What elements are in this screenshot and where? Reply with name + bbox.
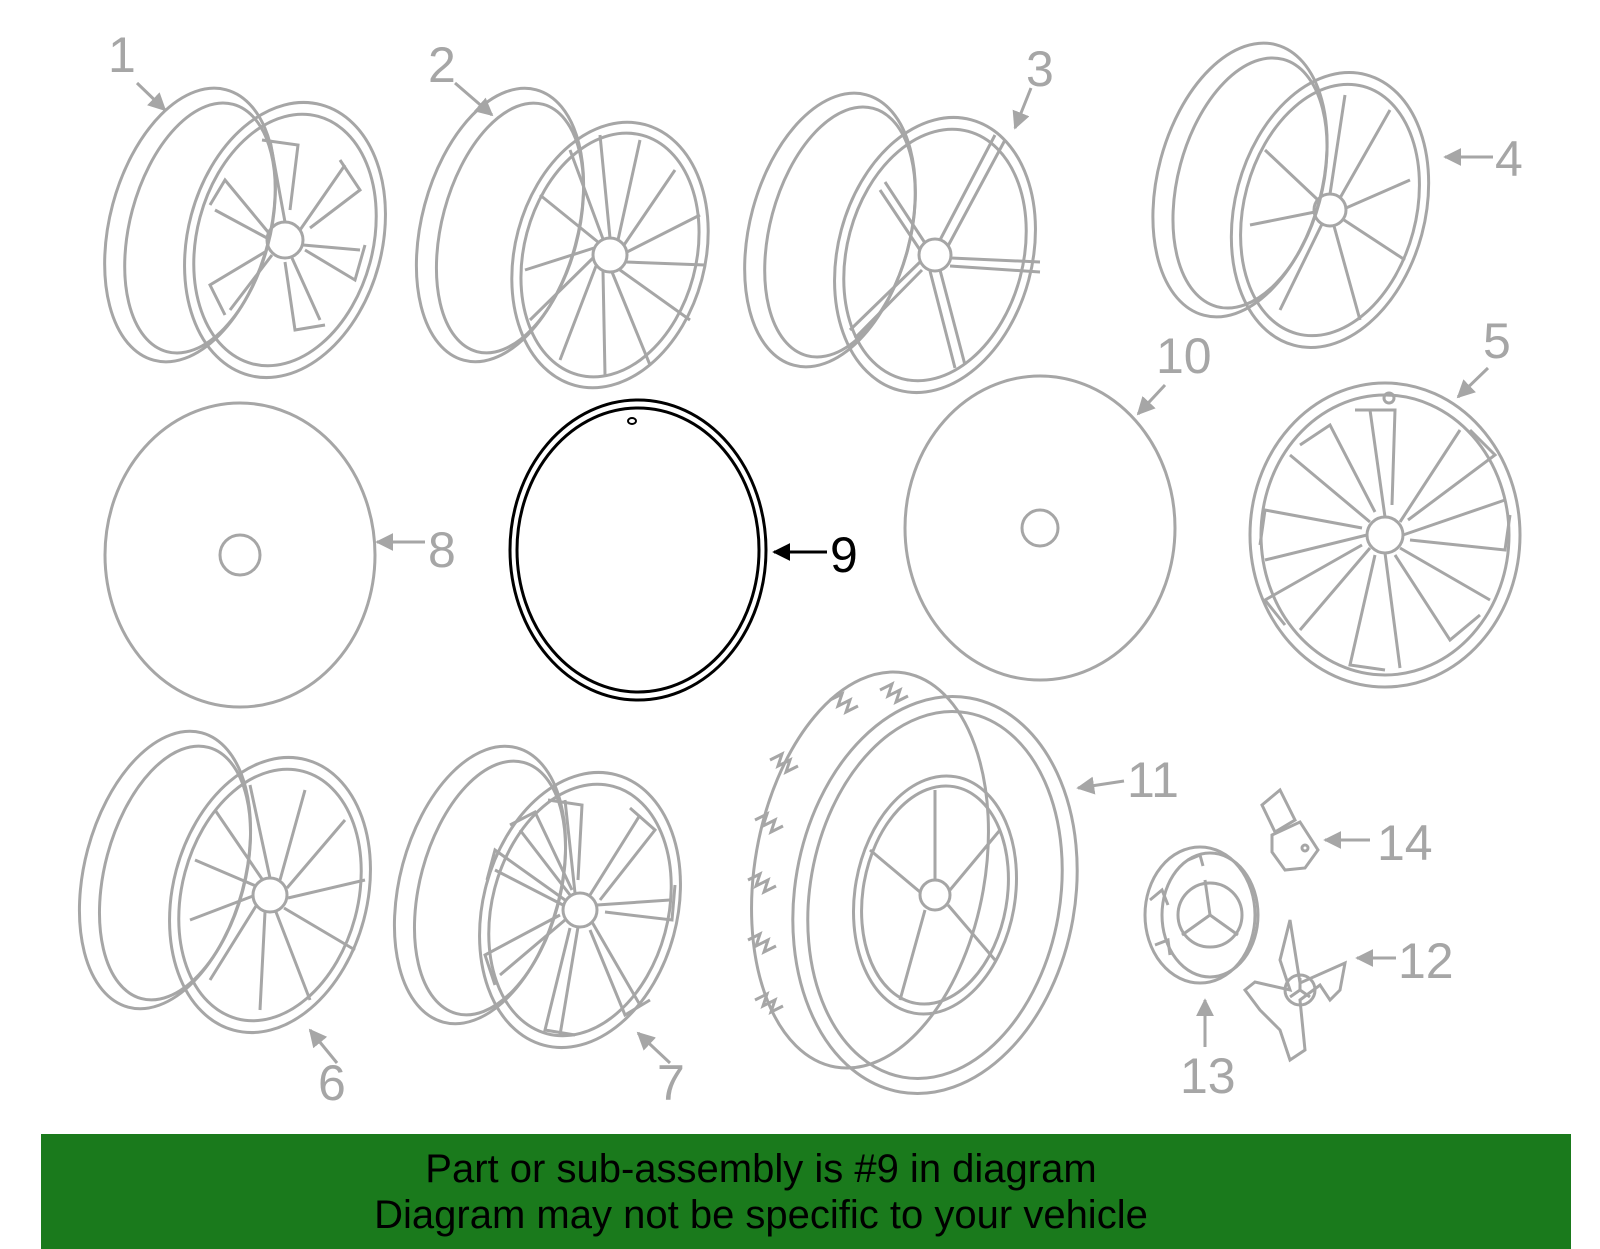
banner-line-1: Part or sub-assembly is #9 in diagram [425,1147,1097,1191]
callout-14: 14 [1377,815,1433,871]
callout-9: 9 [830,527,858,583]
ring-9[interactable] [508,398,768,702]
center-cap-13[interactable] [1143,845,1260,985]
callout-7: 7 [657,1055,685,1111]
callout-4: 4 [1495,131,1523,187]
callout-8: 8 [428,522,456,578]
spider-cap-12[interactable] [1242,919,1347,1063]
wheel-5[interactable] [1248,381,1522,689]
callout-1: 1 [108,27,136,83]
info-banner: Part or sub-assembly is #9 in diagram Di… [41,1134,1571,1249]
wheel-3[interactable] [716,74,1064,415]
cover-8[interactable] [103,401,377,709]
wheel-6[interactable] [51,712,400,1055]
wheel-2[interactable] [388,70,736,410]
wheel-4[interactable] [1125,24,1458,370]
banner-line-2: Diagram may not be specific to your vehi… [374,1193,1148,1237]
cover-10[interactable] [903,374,1177,682]
callout-6: 6 [318,1055,346,1111]
callout-12: 12 [1398,933,1454,989]
callout-13: 13 [1180,1048,1236,1104]
callout-5: 5 [1483,313,1511,369]
callout-3: 3 [1026,41,1054,97]
tire-wheel-11[interactable] [722,653,1108,1116]
wheel-1[interactable] [76,69,414,400]
bolt-14[interactable] [1260,787,1320,872]
wheel-7[interactable] [366,727,710,1070]
callout-11: 11 [1127,752,1179,808]
callout-2: 2 [428,37,456,93]
callout-10: 10 [1156,328,1212,384]
leader-lines [135,81,1493,1065]
